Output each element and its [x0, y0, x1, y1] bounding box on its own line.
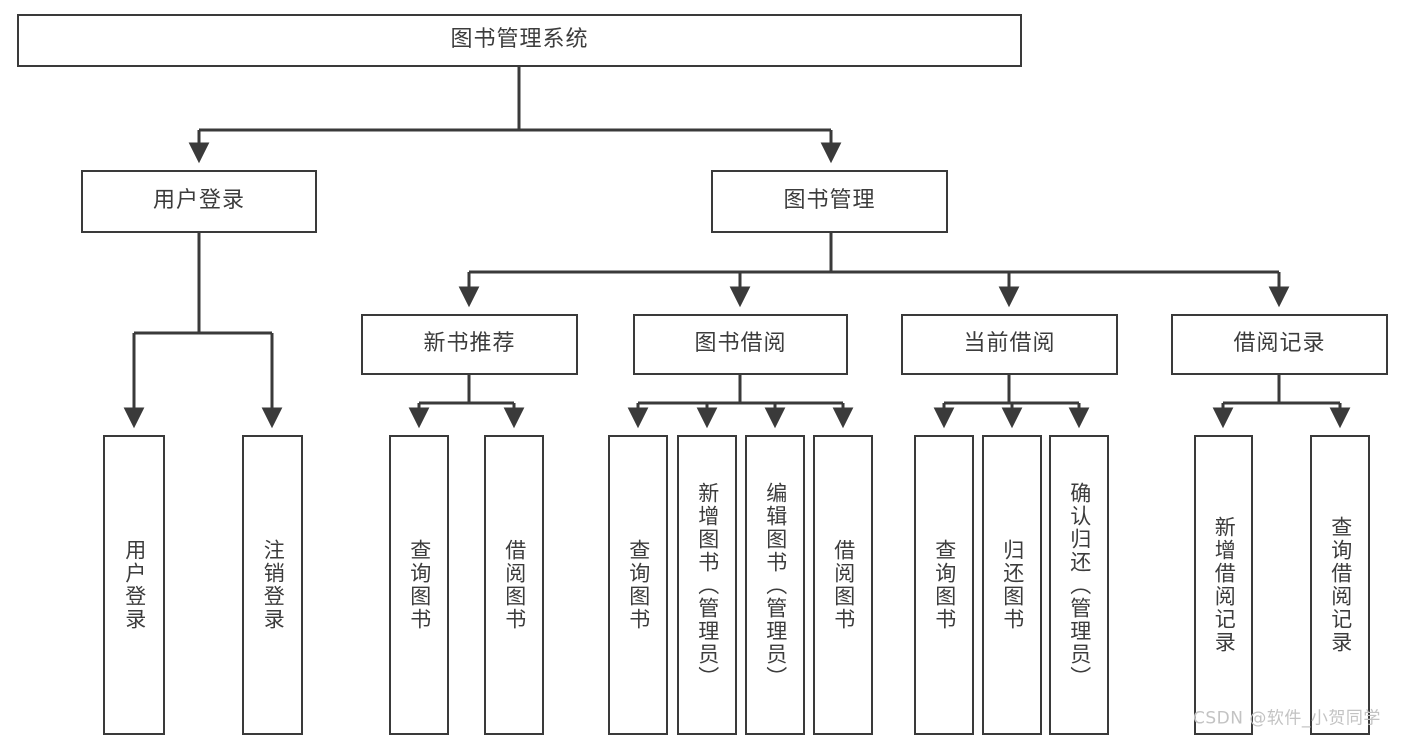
- leaf-edit-book-label: 编辑图书（管理员）: [763, 481, 788, 689]
- node-borrow-record-label: 借阅记录: [1233, 331, 1326, 357]
- leaf-query-book-1-label: 查询图书: [407, 539, 432, 631]
- node-new-book-rec[interactable]: 新书推荐: [361, 314, 578, 375]
- leaf-borrow-book-1[interactable]: 借阅图书: [484, 435, 544, 735]
- leaf-user-login[interactable]: 用户登录: [103, 435, 165, 735]
- leaf-borrow-book-1-label: 借阅图书: [502, 539, 527, 631]
- csdn-watermark: CSDN @软件_小贺同学: [1193, 708, 1381, 729]
- leaf-query-book-2-label: 查询图书: [626, 539, 651, 631]
- leaf-confirm-return-label: 确认归还（管理员）: [1067, 481, 1092, 689]
- leaf-user-login-label: 用户登录: [122, 539, 147, 631]
- node-book-borrow[interactable]: 图书借阅: [633, 314, 848, 375]
- leaf-query-book-1[interactable]: 查询图书: [389, 435, 449, 735]
- node-borrow-record[interactable]: 借阅记录: [1171, 314, 1388, 375]
- leaf-query-book-3[interactable]: 查询图书: [914, 435, 974, 735]
- leaf-add-book[interactable]: 新增图书（管理员）: [677, 435, 737, 735]
- node-book-manage[interactable]: 图书管理: [711, 170, 948, 233]
- leaf-borrow-book-2-label: 借阅图书: [831, 539, 856, 631]
- leaf-borrow-book-2[interactable]: 借阅图书: [813, 435, 873, 735]
- node-book-manage-label: 图书管理: [783, 188, 876, 214]
- node-root[interactable]: 图书管理系统: [17, 14, 1022, 67]
- leaf-return-book-label: 归还图书: [1000, 539, 1025, 631]
- leaf-add-record[interactable]: 新增借阅记录: [1194, 435, 1253, 735]
- leaf-add-record-label: 新增借阅记录: [1212, 516, 1237, 654]
- node-current-borrow-label: 当前借阅: [963, 331, 1056, 357]
- leaf-logout-label: 注销登录: [261, 539, 286, 631]
- node-book-borrow-label: 图书借阅: [694, 331, 787, 357]
- node-root-label: 图书管理系统: [450, 27, 589, 53]
- leaf-add-book-label: 新增图书（管理员）: [695, 481, 720, 689]
- leaf-query-record[interactable]: 查询借阅记录: [1310, 435, 1370, 735]
- leaf-logout[interactable]: 注销登录: [242, 435, 303, 735]
- node-user-login[interactable]: 用户登录: [81, 170, 317, 233]
- leaf-query-book-2[interactable]: 查询图书: [608, 435, 668, 735]
- leaf-query-book-3-label: 查询图书: [932, 539, 957, 631]
- leaf-query-record-label: 查询借阅记录: [1328, 516, 1353, 654]
- node-user-login-label: 用户登录: [152, 188, 245, 214]
- leaf-confirm-return[interactable]: 确认归还（管理员）: [1049, 435, 1109, 735]
- node-new-book-rec-label: 新书推荐: [423, 331, 516, 357]
- node-current-borrow[interactable]: 当前借阅: [901, 314, 1118, 375]
- leaf-edit-book[interactable]: 编辑图书（管理员）: [745, 435, 805, 735]
- leaf-return-book[interactable]: 归还图书: [982, 435, 1042, 735]
